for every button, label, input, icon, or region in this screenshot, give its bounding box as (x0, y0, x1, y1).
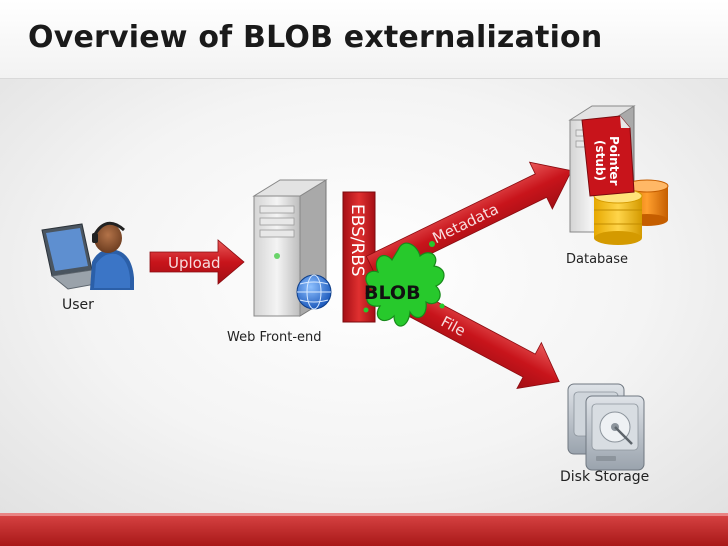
footer-bar (0, 513, 728, 546)
blob-splat-icon: BLOB (363, 241, 445, 327)
upload-label: Upload (168, 254, 221, 272)
pointer-label: Pointer (607, 136, 621, 186)
disk-storage-label: Disk Storage (560, 469, 650, 485)
web-front-end-label: Web Front-end (227, 330, 322, 345)
user-label: User (62, 297, 94, 313)
ebs-rbs-label: EBS/RBS (347, 204, 367, 277)
pointer-stub-tag: Pointer (stub) (581, 115, 635, 197)
title-bar: Overview of BLOB externalization (0, 0, 728, 79)
user-icon (41, 221, 134, 290)
database-label: Database (566, 252, 629, 267)
slide-title: Overview of BLOB externalization (28, 20, 603, 55)
blob-label: BLOB (364, 282, 421, 304)
stub-label: (stub) (593, 140, 607, 181)
disk-storage-icon (567, 383, 645, 471)
web-server-icon (252, 179, 332, 317)
upload-arrow (149, 239, 245, 285)
